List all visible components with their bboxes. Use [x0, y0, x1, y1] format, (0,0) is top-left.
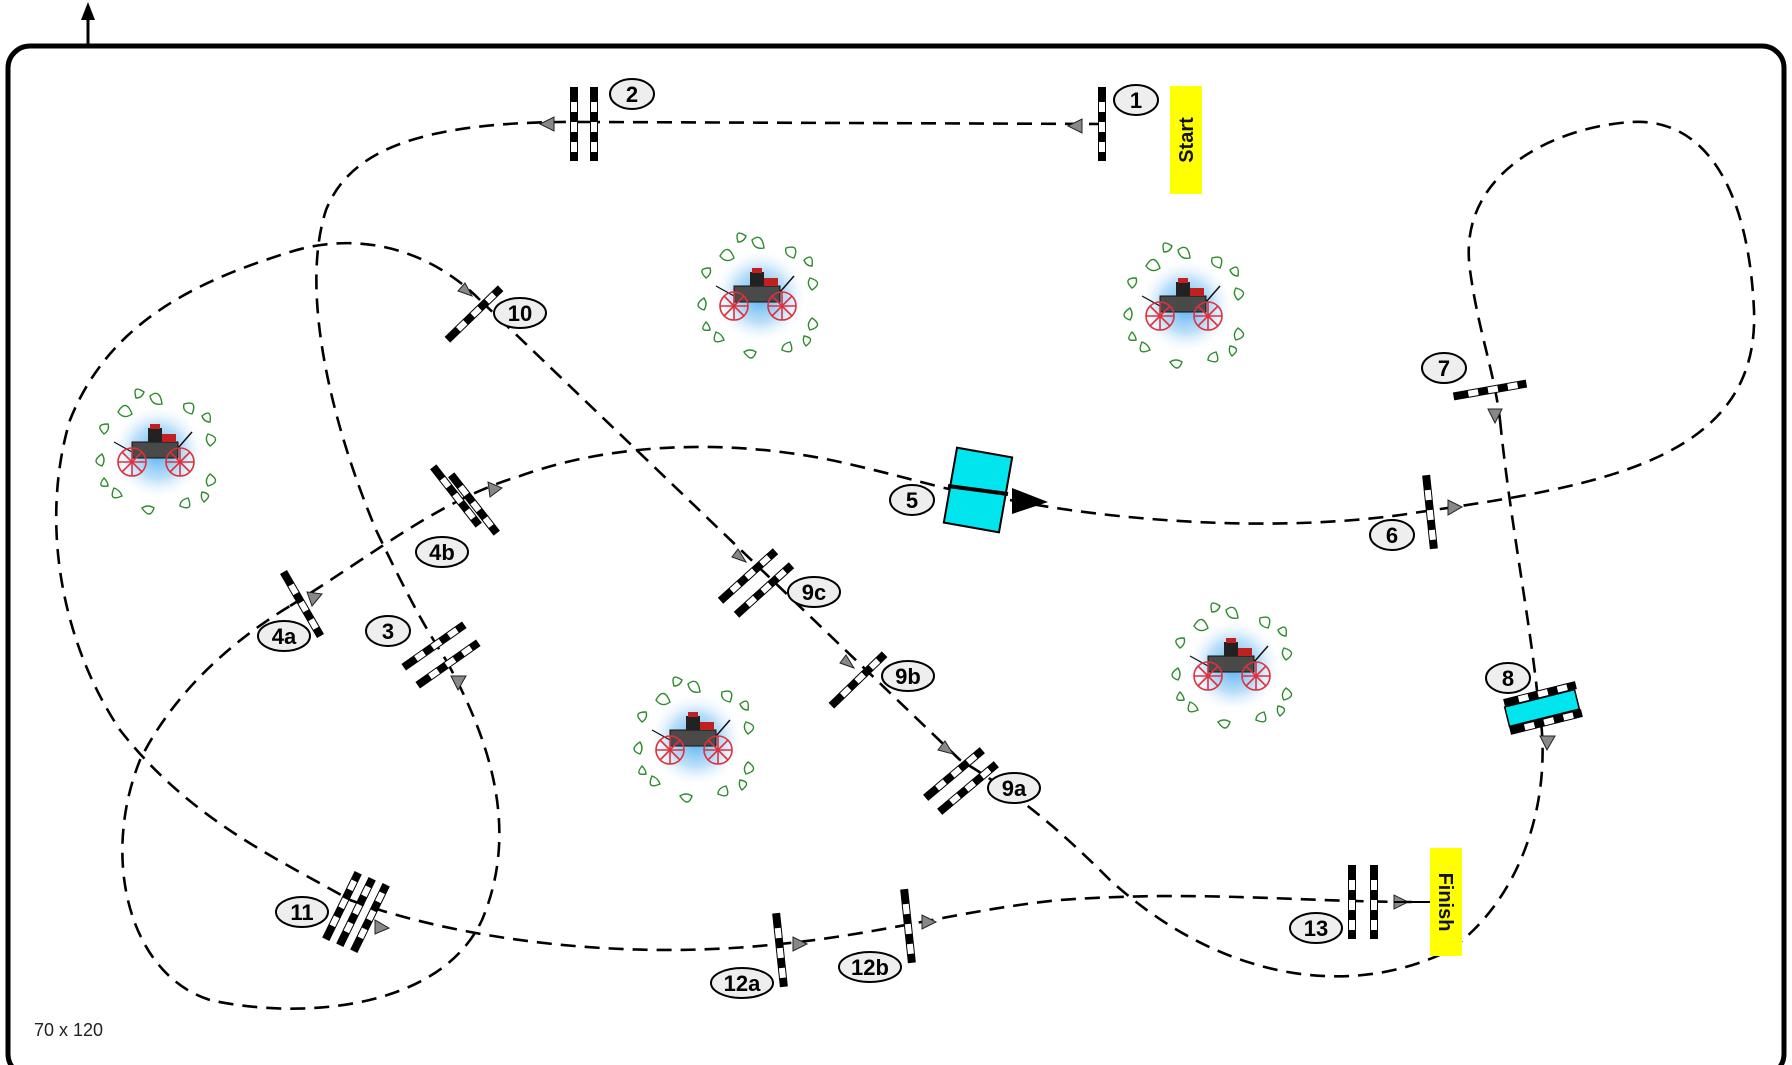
- fence-label-12b: 12b: [838, 951, 902, 983]
- arena-size-label: 70 x 120: [34, 1020, 103, 1040]
- fence-label-text: 4a: [272, 624, 297, 649]
- arena-border: [5, 43, 1787, 1065]
- fence-label-9b: 9b: [881, 660, 935, 692]
- fence-label-3: 3: [365, 615, 411, 647]
- fence-label-text: 13: [1304, 916, 1328, 941]
- fence-label-oval: [838, 951, 902, 983]
- fence-label-text: 7: [1438, 356, 1450, 381]
- fence-5: [942, 446, 1014, 534]
- fence-labels: 1 2 3 4a 4b 5 6 7 8 9a 9b 9c 10 11 12a 12b 13: [257, 78, 1531, 999]
- fence-label-text: 9b: [895, 664, 921, 689]
- fence-label-text: 1: [1130, 88, 1142, 113]
- fence-label-oval: [1421, 352, 1467, 384]
- fence-label-oval: [1289, 912, 1343, 944]
- course-path: [54, 120, 1756, 1010]
- fence-label-7: 7: [1421, 352, 1467, 384]
- start-flag: Start: [1170, 86, 1202, 194]
- fence-label-4b: 4b: [415, 536, 469, 568]
- fence-label-1: 1: [1113, 84, 1159, 116]
- finish-flag: Finish: [1430, 848, 1462, 956]
- fence-8: [1503, 681, 1583, 735]
- fence-label-oval: [889, 484, 935, 516]
- fence-label-text: 10: [508, 301, 532, 326]
- fence-label-11: 11: [275, 896, 329, 928]
- start-label: Start: [1176, 117, 1198, 163]
- fence-label-oval: [881, 660, 935, 692]
- fence-label-text: 12a: [724, 971, 761, 996]
- fence-label-oval: [365, 615, 411, 647]
- fence-label-5: 5: [889, 484, 935, 516]
- arrow-5-icon: [1012, 488, 1048, 514]
- fence-label-oval: [493, 297, 547, 329]
- fence-label-oval: [710, 967, 774, 999]
- fence-label-text: 8: [1502, 666, 1514, 691]
- fence-label-4a: 4a: [257, 620, 311, 652]
- fence-label-2: 2: [609, 78, 655, 110]
- fence-label-oval: [257, 620, 311, 652]
- fence-label-text: 5: [906, 488, 918, 513]
- fence-label-text: 3: [382, 619, 394, 644]
- fence-label-12a: 12a: [710, 967, 774, 999]
- fence-label-oval: [275, 896, 329, 928]
- fence-label-oval: [1485, 662, 1531, 694]
- fence-label-13: 13: [1289, 912, 1343, 944]
- fence-label-text: 12b: [851, 955, 889, 980]
- fence-label-9a: 9a: [987, 772, 1041, 804]
- fence-label-oval: [609, 78, 655, 110]
- fence-label-text: 6: [1386, 523, 1398, 548]
- fence-label-text: 9c: [802, 580, 826, 605]
- fence-label-text: 11: [290, 900, 313, 925]
- fence-label-text: 9a: [1002, 776, 1027, 801]
- fence-label-oval: [1113, 84, 1159, 116]
- fence-label-oval: [1369, 519, 1415, 551]
- fence-label-8: 8: [1485, 662, 1531, 694]
- fence-label-oval: [787, 576, 841, 608]
- fence-label-9c: 9c: [787, 576, 841, 608]
- fence-13: [1348, 865, 1430, 939]
- fence-label-6: 6: [1369, 519, 1415, 551]
- fence-label-oval: [415, 536, 469, 568]
- fence-label-text: 4b: [429, 540, 455, 565]
- fence-label-text: 2: [626, 82, 638, 107]
- fence-1: [1098, 87, 1106, 161]
- fence-label-oval: [987, 772, 1041, 804]
- fence-label-10: 10: [493, 297, 547, 329]
- finish-label: Finish: [1434, 873, 1456, 932]
